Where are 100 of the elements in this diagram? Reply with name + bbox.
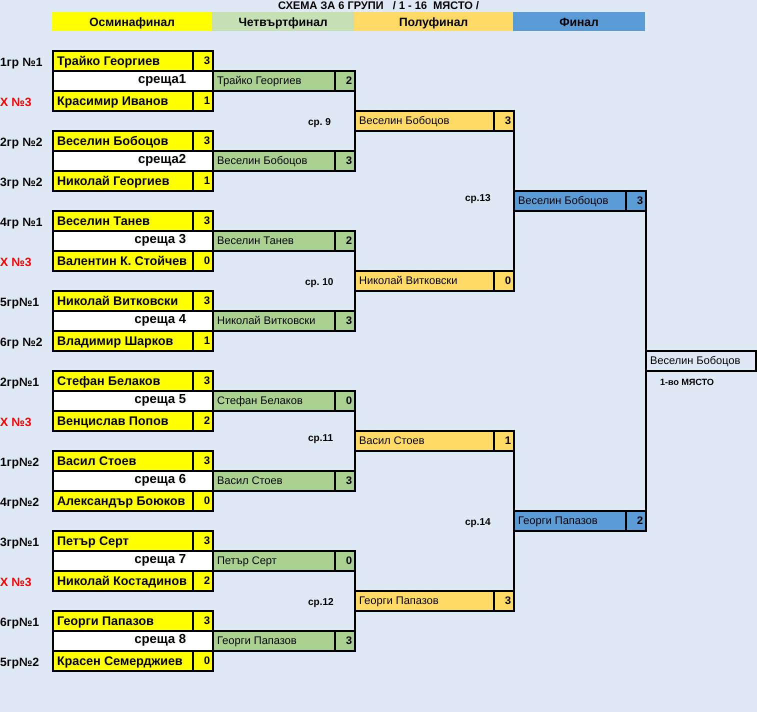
score: 3 xyxy=(346,635,352,647)
group-seed-label: Х №3 xyxy=(0,255,32,269)
match-box xyxy=(52,50,214,112)
player-slot xyxy=(52,530,214,552)
player-name: Веселин Бобоцов xyxy=(359,115,450,127)
player-slot xyxy=(212,550,356,572)
player-name: Веселин Бобоцов xyxy=(650,355,740,367)
match-box xyxy=(52,530,214,592)
round-header: Осминафинал xyxy=(52,12,212,31)
bracket-line xyxy=(645,212,647,350)
score: 0 xyxy=(204,655,210,667)
match-box xyxy=(52,450,214,512)
player-slot xyxy=(52,370,214,392)
score: 0 xyxy=(346,555,352,567)
score: 0 xyxy=(204,255,210,267)
bracket-line xyxy=(354,92,356,110)
score: 3 xyxy=(204,375,210,387)
player-name: Красен Семерджиев xyxy=(57,654,183,668)
score: 2 xyxy=(636,515,643,527)
bracket-line xyxy=(354,612,356,630)
match-number: ср.12 xyxy=(308,597,334,608)
bracket-line xyxy=(354,292,356,310)
bracket-line xyxy=(354,252,356,270)
bracket-line xyxy=(645,372,647,510)
player-name: Александър Боюков xyxy=(57,494,186,508)
match-box xyxy=(52,370,214,432)
match-label: среща 5 xyxy=(134,391,186,406)
player-slot xyxy=(52,170,214,192)
player-name: Веселин Бобоцов xyxy=(57,134,168,148)
player-name: Васил Стоев xyxy=(217,475,283,487)
player-name: Николай Витковски xyxy=(359,275,458,287)
match-number: ср. 9 xyxy=(308,117,331,128)
player-slot xyxy=(52,410,214,432)
score: 3 xyxy=(346,475,352,487)
group-seed-label: 2гр№1 xyxy=(0,375,40,389)
title: СХЕМА ЗА 6 ГРУПИ / 1 - 16 МЯСТО / xyxy=(277,0,480,12)
player-name: Петър Серт xyxy=(57,534,129,548)
player-name: Георги Папазов xyxy=(518,515,598,527)
player-slot xyxy=(52,490,214,512)
round-header: Четвъртфинал xyxy=(212,12,354,31)
player-name: Георги Папазов xyxy=(359,595,439,607)
score: 3 xyxy=(204,295,210,307)
round-header: Полуфинал xyxy=(354,12,513,31)
match-label: среща2 xyxy=(138,151,186,166)
match-label: среща 8 xyxy=(134,631,186,646)
player-name: Васил Стоев xyxy=(57,454,136,468)
match-label: среща 4 xyxy=(134,311,186,326)
match-box xyxy=(52,610,214,672)
player-slot xyxy=(52,330,214,352)
player-slot xyxy=(52,650,214,672)
bracket-line xyxy=(354,412,356,430)
player-slot xyxy=(52,290,214,312)
player-slot xyxy=(645,350,757,372)
place-label: 1-во МЯСТО xyxy=(660,377,714,387)
player-name: Васил Стоев xyxy=(359,435,425,447)
round-header: Финал xyxy=(513,12,645,31)
match-label: среща 7 xyxy=(134,551,186,566)
player-name: Венцислав Попов xyxy=(57,414,168,428)
player-name: Красимир Иванов xyxy=(57,94,168,108)
group-seed-label: 5гр№1 xyxy=(0,295,40,309)
player-slot xyxy=(212,470,356,492)
bracket-line xyxy=(513,532,515,590)
score: 2 xyxy=(346,235,352,247)
player-name: Трайко Георгиев xyxy=(57,54,160,68)
player-slot xyxy=(212,230,356,252)
player-name: Веселин Бобоцов xyxy=(518,195,608,207)
bracket-line xyxy=(354,452,356,470)
match-number: ср. 10 xyxy=(305,277,334,288)
score: 3 xyxy=(204,215,210,227)
player-name: Георги Папазов xyxy=(57,614,154,628)
match-box xyxy=(52,290,214,352)
match-box xyxy=(52,210,214,272)
player-name: Валентин К. Стойчев xyxy=(57,254,187,268)
player-slot xyxy=(354,590,515,612)
bracket-line xyxy=(513,452,515,510)
player-slot xyxy=(212,310,356,332)
bracket-line xyxy=(513,212,515,270)
player-slot xyxy=(52,610,214,632)
score: 0 xyxy=(346,395,352,407)
player-slot xyxy=(52,570,214,592)
player-name: Стефан Белаков xyxy=(57,374,160,388)
match-label: среща 3 xyxy=(134,231,186,246)
group-seed-label: 1гр №1 xyxy=(0,55,42,69)
group-seed-label: 3гр№1 xyxy=(0,535,40,549)
match-box xyxy=(52,130,214,192)
score: 1 xyxy=(204,95,210,107)
player-slot xyxy=(212,150,356,172)
group-seed-label: 6гр №2 xyxy=(0,335,42,349)
player-slot xyxy=(354,430,515,452)
score: 1 xyxy=(204,175,210,187)
score: 3 xyxy=(346,315,352,327)
player-slot xyxy=(52,250,214,272)
player-name: Николай Витковски xyxy=(217,315,316,327)
score: 3 xyxy=(636,195,643,207)
player-name: Петър Серт xyxy=(217,555,277,567)
player-slot xyxy=(513,190,647,212)
group-seed-label: 3гр №2 xyxy=(0,175,42,189)
score: 3 xyxy=(204,535,210,547)
match-label: среща1 xyxy=(138,71,186,86)
player-slot xyxy=(52,90,214,112)
